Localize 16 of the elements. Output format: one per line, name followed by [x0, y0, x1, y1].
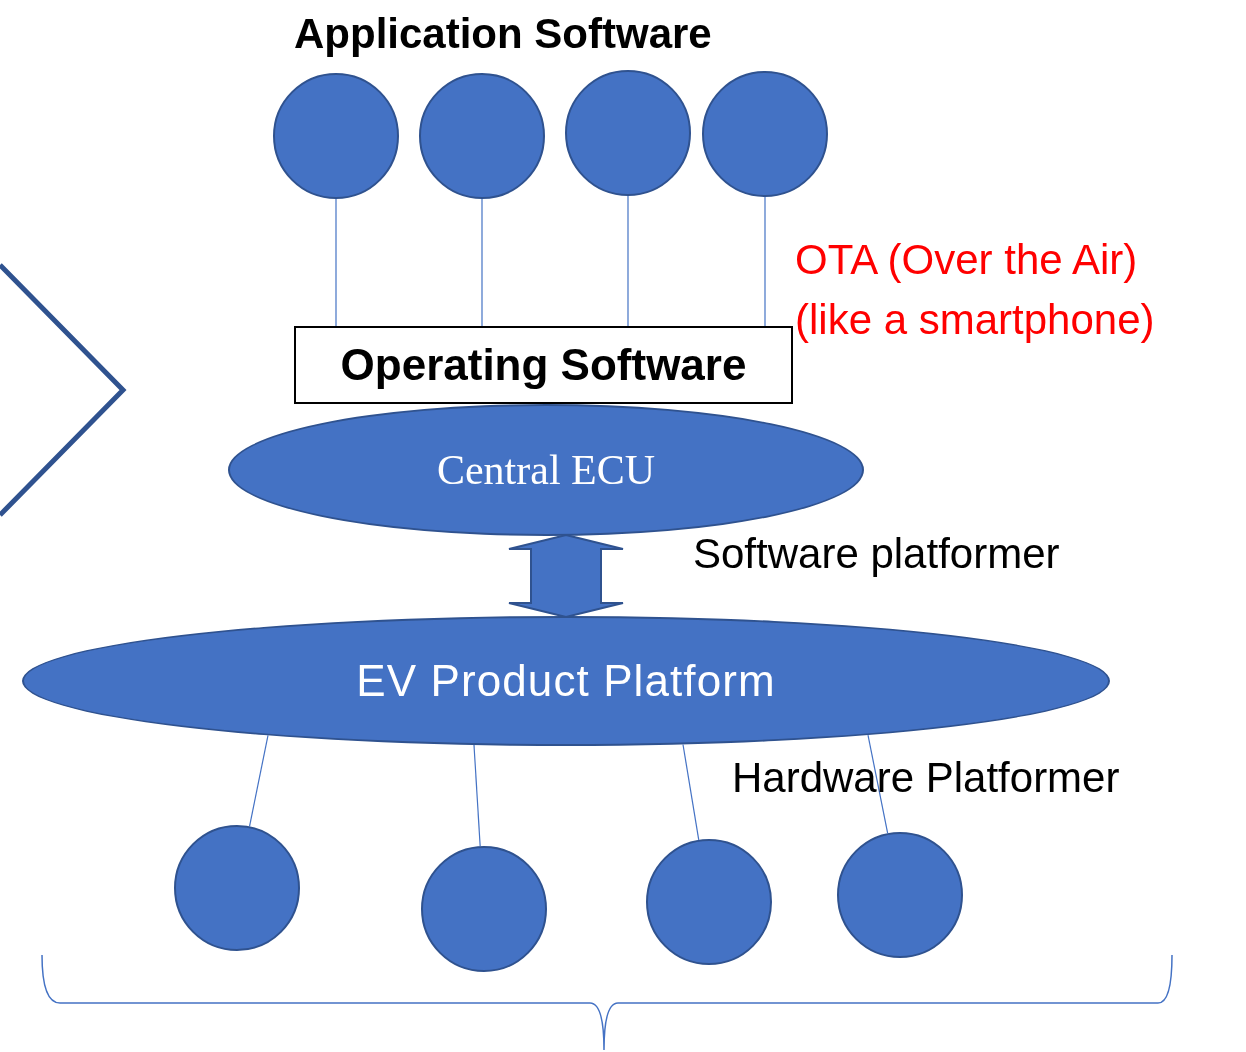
connector-line — [248, 734, 269, 827]
note-text: (like a smartphone) — [795, 295, 1155, 345]
connector-line — [335, 198, 337, 327]
note-text: OTA (Over the Air) — [795, 235, 1138, 285]
connector-line — [627, 195, 629, 327]
connector-line — [481, 198, 483, 327]
layer-box: Operating Software — [294, 326, 793, 404]
connector-line — [764, 196, 766, 327]
double-arrow — [508, 533, 624, 619]
connector-line — [682, 743, 700, 841]
role-label: Hardware Platformer — [732, 753, 1120, 803]
ecu-ellipse: Central ECU — [228, 404, 864, 536]
platform-ellipse: EV Product Platform — [22, 616, 1110, 746]
connector-line — [473, 744, 481, 847]
connector-line — [867, 734, 889, 834]
heading: Application Software — [294, 9, 712, 59]
